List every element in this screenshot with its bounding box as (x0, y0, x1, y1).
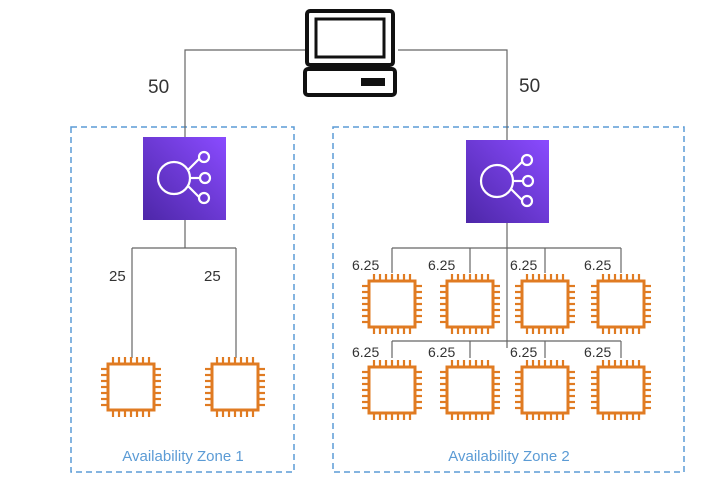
laptop-icon (303, 9, 397, 97)
az1-traffic-label: 50 (148, 77, 169, 98)
ec2-instance-icon (362, 274, 422, 334)
ec2-instance-icon (515, 360, 575, 420)
az2-weight-label: 6.25 (584, 257, 611, 273)
ec2-instance-icon (591, 360, 651, 420)
ec2-instance-icon (440, 360, 500, 420)
availability-zone-1-label: Availability Zone 1 (122, 448, 243, 465)
az2-weight-label: 6.25 (352, 344, 379, 360)
ec2-instance-icon (205, 357, 265, 417)
availability-zone-2-label: Availability Zone 2 (448, 448, 569, 465)
ec2-instances (101, 274, 651, 420)
az2-connection-lines (391, 223, 622, 358)
az2-weight-label: 6.25 (584, 344, 611, 360)
availability-zone-1-box (70, 126, 295, 473)
az1-connection-lines (131, 220, 237, 358)
load-balancer-icon (143, 137, 226, 220)
az2-traffic-label: 50 (519, 76, 540, 97)
ec2-instance-icon (591, 274, 651, 334)
availability-zone-2-box (332, 126, 685, 473)
az2-weight-label: 6.25 (428, 344, 455, 360)
az2-weight-label: 6.25 (510, 257, 537, 273)
az1-weight-label: 25 (109, 268, 126, 285)
az2-weight-label: 6.25 (428, 257, 455, 273)
ec2-instance-icon (440, 274, 500, 334)
ec2-instance-icon (362, 360, 422, 420)
ec2-instance-icon (515, 274, 575, 334)
load-balancer-icon (466, 140, 549, 223)
az1-weight-label: 25 (204, 268, 221, 285)
client-connection-lines (184, 49, 508, 141)
az2-weight-label: 6.25 (510, 344, 537, 360)
az2-weight-label: 6.25 (352, 257, 379, 273)
ec2-instance-icon (101, 357, 161, 417)
